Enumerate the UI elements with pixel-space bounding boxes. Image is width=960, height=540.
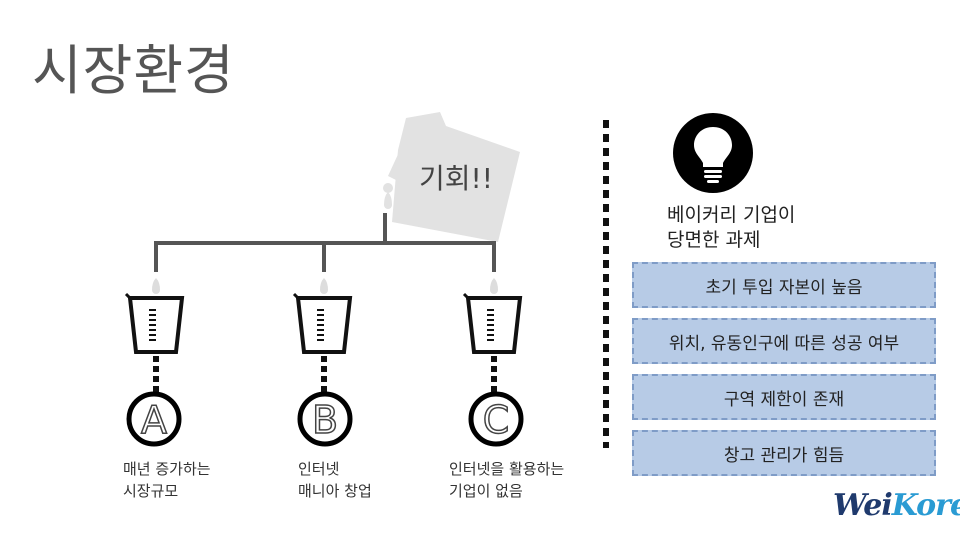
challenge-item: 초기 투입 자본이 높음 bbox=[632, 262, 936, 308]
branch-b-letter: B bbox=[312, 398, 338, 442]
brand-logo-part1: Wei bbox=[833, 488, 893, 523]
branch-a: A bbox=[124, 278, 185, 447]
branch-c: C bbox=[462, 278, 524, 447]
water-drop-icon bbox=[490, 278, 498, 294]
challenge-heading: 베이커리 기업이 당면한 과제 bbox=[667, 204, 796, 251]
page-title: 시장환경 bbox=[32, 39, 235, 102]
branch-b: B bbox=[292, 278, 353, 447]
branch-c-caption: 인터넷을 활용하는 기업이 없음 bbox=[449, 460, 565, 500]
dotted-divider bbox=[603, 120, 609, 448]
branch-lines bbox=[154, 213, 496, 272]
branch-a-letter: A bbox=[141, 398, 167, 442]
brand-logo-part2: Korea bbox=[891, 488, 960, 523]
water-drop-icon bbox=[152, 278, 160, 294]
branch-b-caption: 인터넷 매니아 창업 bbox=[298, 460, 372, 500]
brand-logo: WeiKorea bbox=[833, 488, 960, 523]
branch-c-letter: C bbox=[483, 398, 510, 442]
lightbulb-icon bbox=[673, 113, 753, 193]
branch-a-caption: 매년 증가하는 시장규모 bbox=[123, 460, 211, 500]
water-jug-icon bbox=[383, 112, 520, 242]
jug-label: 기회!! bbox=[419, 162, 493, 195]
challenge-item: 위치, 유동인구에 따른 성공 여부 bbox=[632, 318, 936, 364]
challenge-item: 구역 제한이 존재 bbox=[632, 374, 936, 420]
challenge-item: 창고 관리가 힘듬 bbox=[632, 430, 936, 476]
water-drop-icon bbox=[320, 278, 328, 294]
